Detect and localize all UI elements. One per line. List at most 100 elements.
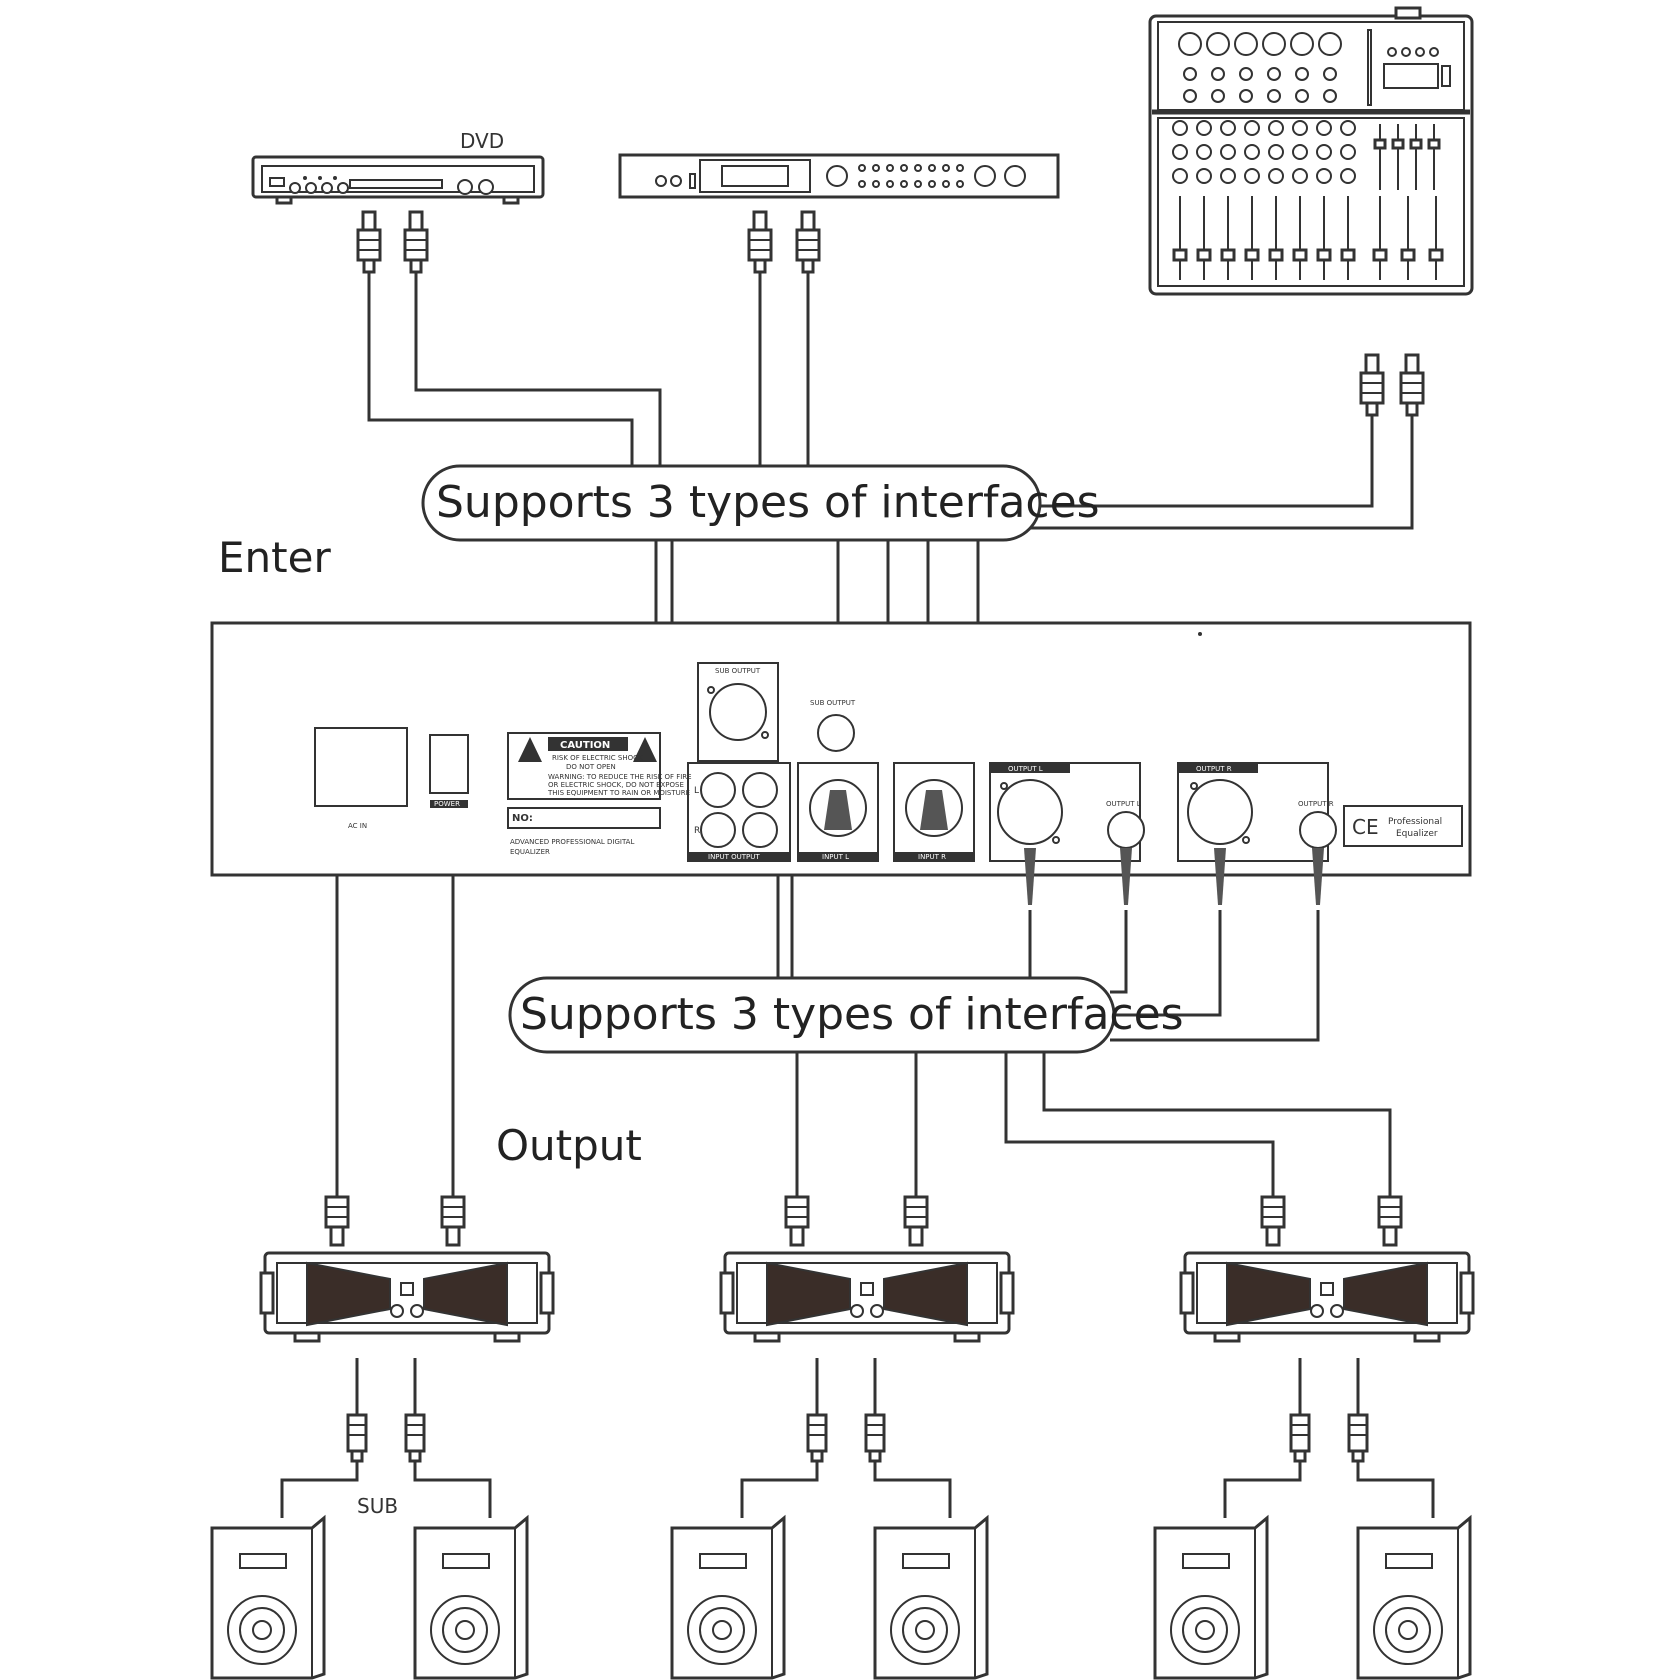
model-line1: ADVANCED PROFESSIONAL DIGITAL	[510, 838, 634, 846]
cable-amp1-to-sub-right	[413, 1358, 492, 1518]
speaker-cabinet	[873, 1514, 989, 1680]
warning-line3: THIS EQUIPMENT TO RAIN OR MOISTURE	[547, 789, 690, 797]
rca-input-output-label: INPUT OUTPUT	[708, 853, 760, 861]
cable-amp3-to-spk-right	[1356, 1358, 1435, 1518]
interfaces-callout-bottom: Supports 3 types of interfaces	[508, 976, 1184, 1054]
ac-inlet	[314, 727, 408, 807]
rca-plug	[324, 1195, 350, 1247]
speaker-cabinet	[670, 1514, 786, 1680]
rca-plug	[403, 210, 429, 274]
output-r-jack-label: OUTPUT R	[1298, 800, 1334, 808]
xlr-input-r-label: INPUT R	[918, 853, 946, 861]
power-switch	[429, 734, 469, 794]
speaker-cabinet	[210, 1514, 326, 1680]
sub-label: SUB	[357, 1494, 398, 1518]
mixer-knob-rows	[1172, 120, 1356, 184]
cable-amp3-to-spk-left	[1223, 1358, 1302, 1518]
rca-plug	[440, 1195, 466, 1247]
cable-mixer-right	[1030, 410, 1414, 530]
rca-input-output-block: L R INPUT OUTPUT	[687, 762, 791, 862]
brand-line1: Professional	[1388, 817, 1442, 827]
audio-processor	[618, 153, 1060, 199]
power-label: POWER	[434, 800, 460, 808]
processor-buttons	[858, 164, 964, 188]
output-section-label: Output	[496, 1121, 642, 1170]
rca-input-l	[700, 772, 736, 808]
caution-line2: DO NOT OPEN	[566, 763, 616, 771]
output-l-jack-label: OUTPUT L	[1106, 800, 1141, 808]
output-l-block: OUTPUT L OUTPUT L	[989, 762, 1145, 905]
model-line2: EQUALIZER	[510, 848, 550, 856]
warning-line1: WARNING: TO REDUCE THE RISK OF FIRE	[548, 773, 692, 781]
speakon-plug	[864, 1413, 886, 1463]
mixer-channel-inputs	[1178, 32, 1342, 103]
ce-brand-plate: CE Professional Equalizer	[1343, 805, 1463, 847]
speaker-cabinet	[413, 1514, 529, 1680]
rca-plugs	[324, 210, 1425, 1247]
rca-plug	[795, 210, 821, 274]
brand-line2: Equalizer	[1396, 829, 1438, 839]
sub-output-xlr: SUB OUTPUT	[697, 662, 779, 762]
rca-output-r	[742, 812, 778, 848]
serial-number-plate	[507, 807, 661, 829]
cable-out-r-xlr	[1114, 910, 1222, 1017]
rca-plug	[1359, 353, 1385, 417]
cable-amp1-to-sub-left	[280, 1358, 359, 1518]
amplifier	[719, 1251, 1015, 1343]
interfaces-top-label: Supports 3 types of interfaces	[436, 477, 1100, 528]
warning-line2: OR ELECTRIC SHOCK, DO NOT EXPOSE	[548, 781, 684, 789]
cable-to-amp3-left	[1004, 1052, 1275, 1205]
sub-output-jack: SUB OUTPUT	[810, 699, 856, 752]
rca-plug	[784, 1195, 810, 1247]
enter-label: Enter	[218, 533, 331, 582]
amplifier	[259, 1251, 555, 1343]
rca-plug	[1399, 353, 1425, 417]
caution-label: CAUTION RISK OF ELECTRIC SHOCK DO NOT OP…	[507, 732, 692, 800]
xlr-input-l-label: INPUT L	[822, 853, 849, 861]
ce-mark: CE	[1352, 815, 1379, 839]
cable-dvd-right	[414, 272, 662, 466]
cable-out-l-jack	[1110, 910, 1128, 994]
rca-plug	[747, 210, 773, 274]
rca-plug	[356, 210, 382, 274]
cable-to-amp3-right	[1042, 1052, 1392, 1205]
equalizer-rear-panel: AC IN POWER CAUTION RISK OF ELECTRIC SHO…	[210, 621, 1472, 905]
speaker-cabinet	[1153, 1514, 1269, 1680]
caution-line1: RISK OF ELECTRIC SHOCK	[552, 754, 643, 762]
rca-plug	[903, 1195, 929, 1247]
output-r-label: OUTPUT R	[1196, 765, 1232, 773]
speakon-plug	[1289, 1413, 1311, 1463]
xlr-input-r: INPUT R	[893, 762, 975, 862]
cable-amp2-to-spk-left	[740, 1358, 819, 1518]
cable-out-r-jack	[1110, 910, 1320, 1042]
speaker-cabinet	[1356, 1514, 1472, 1680]
cable-dvd-left	[367, 272, 634, 466]
speakon-plug	[404, 1413, 426, 1463]
mixer-display-section	[1383, 47, 1451, 89]
interfaces-callout-top: Supports 3 types of interfaces	[421, 464, 1100, 542]
rca-plug	[1377, 1195, 1403, 1247]
xlr-input-l: INPUT L	[797, 762, 879, 862]
dvd-player: DVD	[251, 129, 545, 205]
sub-output-xlr-label: SUB OUTPUT	[715, 667, 761, 675]
amplifier	[1179, 1251, 1475, 1343]
caution-title: CAUTION	[560, 740, 610, 751]
rca-r-label: R	[694, 826, 700, 836]
mixing-console	[1148, 6, 1474, 296]
ac-in-label: AC IN	[348, 822, 367, 830]
cable-amp2-to-spk-right	[873, 1358, 952, 1518]
output-l-label: OUTPUT L	[1008, 765, 1043, 773]
rca-input-r	[700, 812, 736, 848]
rca-output-l	[742, 772, 778, 808]
interfaces-bottom-label: Supports 3 types of interfaces	[520, 989, 1184, 1040]
sub-output-jack-label: SUB OUTPUT	[810, 699, 856, 707]
speakon-plug	[806, 1413, 828, 1463]
output-r-block: OUTPUT R OUTPUT R	[1177, 762, 1337, 905]
dvd-label: DVD	[460, 129, 504, 153]
rca-plug	[1260, 1195, 1286, 1247]
speakon-plug	[1347, 1413, 1369, 1463]
cable-mixer-left	[1040, 410, 1374, 508]
speakon-plug	[346, 1413, 368, 1463]
rca-l-label: L	[694, 786, 699, 796]
